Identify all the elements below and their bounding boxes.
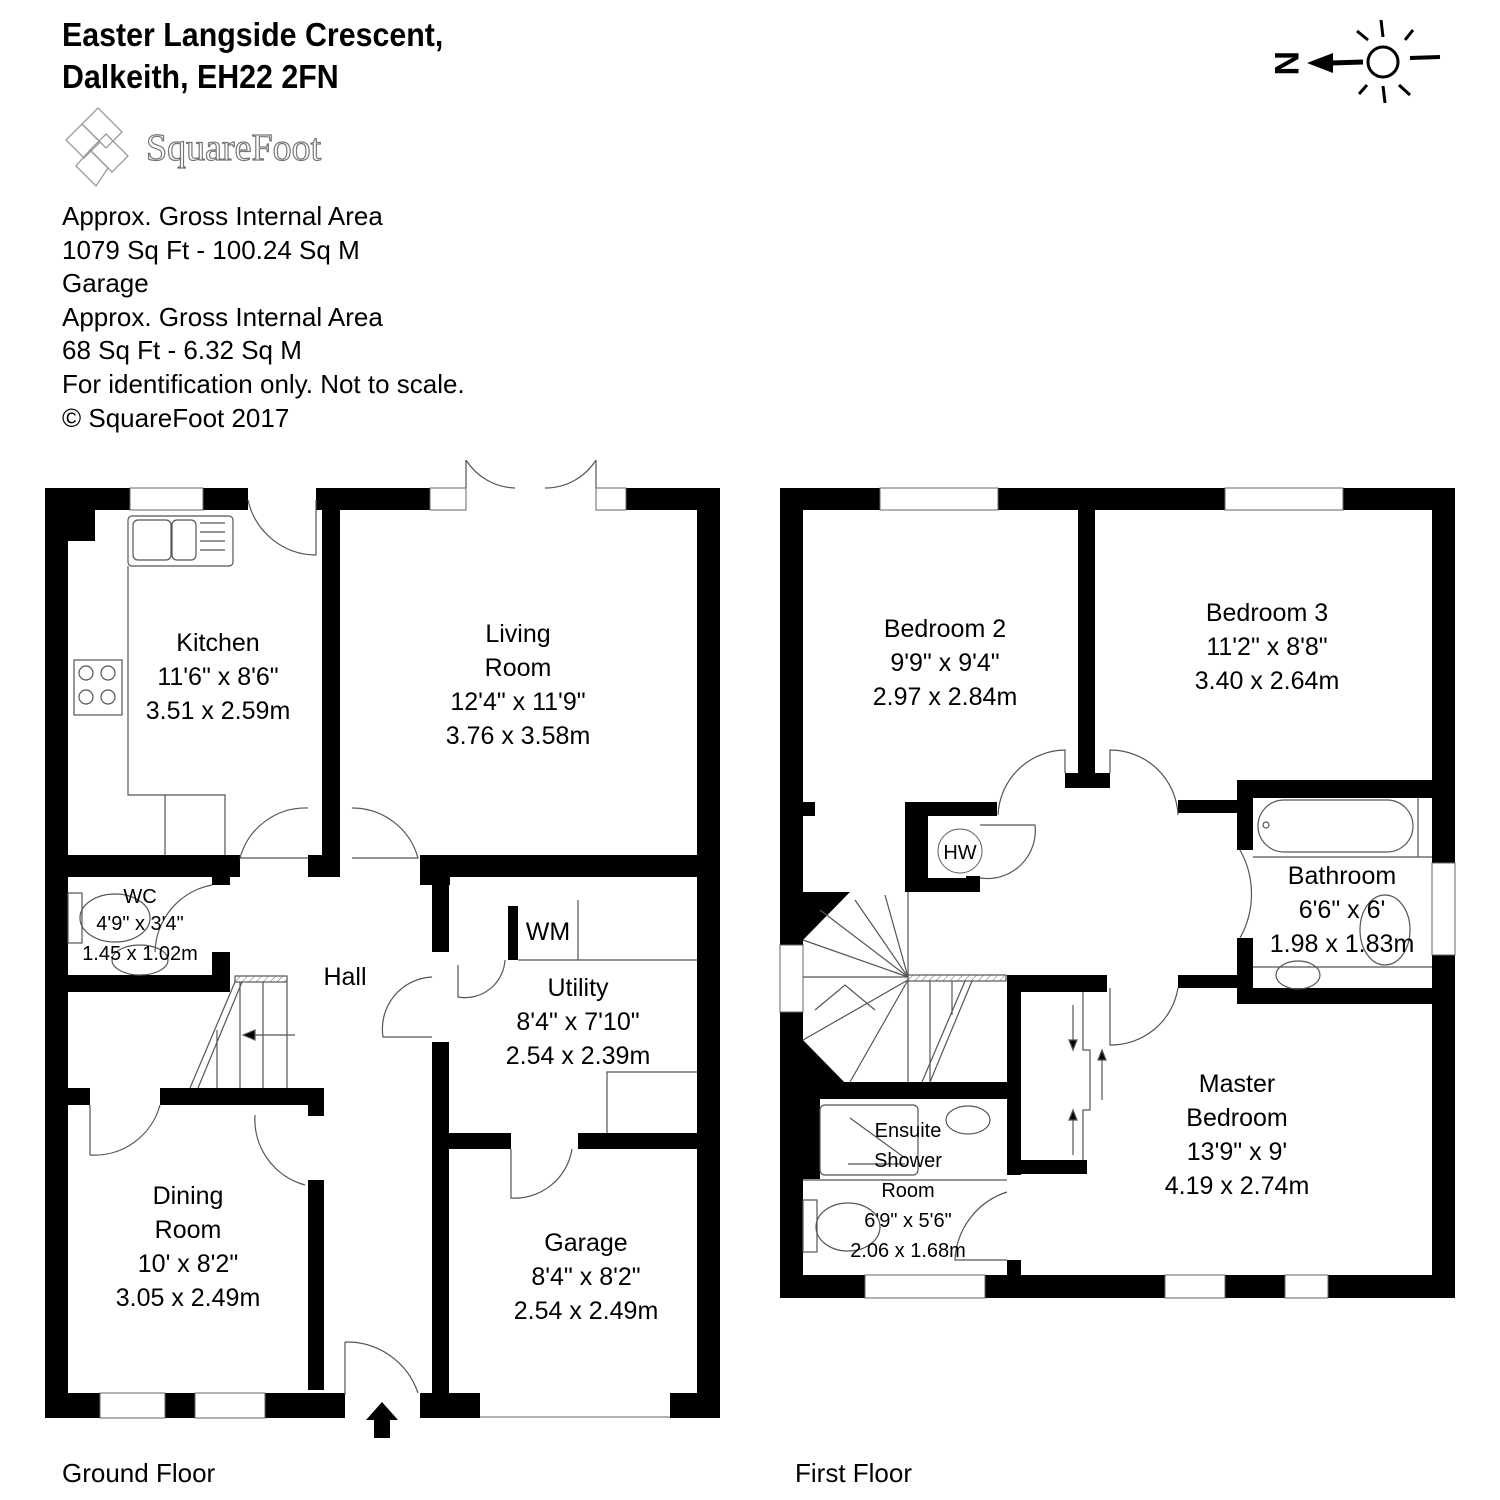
- master-imperial: 13'9" x 9': [1187, 1138, 1287, 1166]
- ensuite-imperial: 6'9" x 5'6": [864, 1210, 951, 1232]
- bathroom-imperial: 6'6" x 6': [1299, 896, 1386, 924]
- hot-water-cylinder-icon: [937, 828, 983, 874]
- first-floor-plan: Bedroom 2 9'9" x 9'4" 2.97 x 2.84m Bedro…: [779, 487, 1456, 1299]
- living-name-1: Living: [485, 620, 550, 648]
- garage-imperial: 8'4" x 8'2": [531, 1263, 640, 1291]
- hw-label: HW: [943, 842, 976, 864]
- area-value-main: 1079 Sq Ft - 100.24 Sq M: [62, 234, 360, 265]
- squarefoot-logo: SquareFoot: [65, 107, 322, 188]
- wc-name: WC: [123, 886, 156, 908]
- ensuite-name-3: Room: [881, 1180, 934, 1202]
- ground-floor-label: Ground Floor: [62, 1458, 216, 1488]
- bathroom-toilet-icon: [1359, 894, 1411, 966]
- bedroom2-imperial: 9'9" x 9'4": [890, 649, 999, 677]
- ensuite-name-2: Shower: [874, 1150, 942, 1172]
- bedroom3-imperial: 11'2" x 8'8": [1206, 633, 1327, 661]
- wc-fixtures: [67, 892, 169, 976]
- first-floor-label: First Floor: [795, 1458, 912, 1488]
- bathroom-metric: 1.98 x 1.83m: [1270, 930, 1415, 958]
- bedroom3-name: Bedroom 3: [1206, 599, 1328, 627]
- dining-metric: 3.05 x 2.49m: [116, 1284, 261, 1312]
- utility-imperial: 8'4" x 7'10": [516, 1008, 639, 1036]
- master-name-2: Bedroom: [1186, 1104, 1287, 1132]
- utility-name: Utility: [547, 974, 609, 1002]
- bedroom3-metric: 3.40 x 2.64m: [1195, 667, 1340, 695]
- garage-name: Garage: [544, 1229, 627, 1257]
- shower-icon: [819, 1104, 919, 1176]
- living-imperial: 12'4" x 11'9": [450, 688, 585, 716]
- address-line-2: Dalkeith, EH22 2FN: [62, 58, 339, 95]
- living-name-2: Room: [485, 654, 552, 682]
- kitchen-name: Kitchen: [176, 629, 259, 657]
- north-arrow-sun-icon: N: [1267, 19, 1441, 104]
- disclaimer: For identification only. Not to scale.: [62, 368, 465, 399]
- wm-label: WM: [526, 918, 570, 946]
- ground-floor-plan: Kitchen 11'6" x 8'6" 3.51 x 2.59m Living…: [45, 459, 720, 1438]
- first-floor-labels: Bedroom 2 9'9" x 9'4" 2.97 x 2.84m Bedro…: [850, 599, 1414, 1262]
- dining-name-1: Dining: [153, 1182, 224, 1210]
- utility-metric: 2.54 x 2.39m: [506, 1042, 651, 1070]
- ground-floor-windows: [99, 487, 670, 1419]
- master-metric: 4.19 x 2.74m: [1165, 1172, 1310, 1200]
- dining-name-2: Room: [155, 1216, 222, 1244]
- wardrobe: [1068, 992, 1107, 1160]
- kitchen-metric: 3.51 x 2.59m: [146, 697, 291, 725]
- first-floor-doors: [814, 749, 1253, 1261]
- property-address: Easter Langside Crescent, Dalkeith, EH22…: [62, 14, 443, 98]
- master-name-1: Master: [1199, 1070, 1275, 1098]
- bath-icon: [1257, 799, 1414, 853]
- ground-floor-doors: [89, 459, 597, 1395]
- basin-icon: [111, 944, 169, 976]
- copyright: © SquareFoot 2017: [62, 402, 290, 433]
- ensuite-toilet-icon: [815, 1202, 881, 1252]
- ensuite-fixtures: [802, 1104, 1007, 1253]
- ground-floor-labels: Kitchen 11'6" x 8'6" 3.51 x 2.59m Living…: [82, 620, 658, 1325]
- ensuite-name-1: Ensuite: [875, 1120, 942, 1142]
- bedroom2-name: Bedroom 2: [884, 615, 1006, 643]
- bathroom-basin-icon: [1275, 960, 1321, 990]
- bathroom-name: Bathroom: [1288, 862, 1396, 890]
- bedroom2-metric: 2.97 x 2.84m: [873, 683, 1018, 711]
- utility-fixtures: [518, 900, 697, 1133]
- garage-heading: Garage: [62, 268, 149, 299]
- ensuite-metric: 2.06 x 1.68m: [850, 1240, 966, 1262]
- ensuite-basin-icon: [945, 1105, 991, 1135]
- first-floor-walls: [780, 488, 1455, 1298]
- logo-diamond-icon: [65, 107, 129, 188]
- entrance-arrow-icon: [366, 1402, 398, 1438]
- first-floor-windows: [779, 487, 1456, 1299]
- bathroom-fixtures: [1253, 798, 1432, 990]
- area-label-main: Approx. Gross Internal Area: [62, 201, 383, 231]
- first-stairs: [802, 892, 1007, 1083]
- kitchen-imperial: 11'6" x 8'6": [157, 663, 278, 691]
- wc-metric: 1.45 x 1.02m: [82, 943, 198, 965]
- living-metric: 3.76 x 3.58m: [446, 722, 591, 750]
- kitchen-fixtures: [73, 515, 234, 855]
- hall-name: Hall: [323, 963, 366, 991]
- hob-icon: [73, 659, 123, 716]
- toilet-icon: [79, 893, 151, 943]
- address-line-1: Easter Langside Crescent,: [62, 16, 444, 53]
- wc-imperial: 4'9" x 3'4": [96, 913, 183, 935]
- sink-icon: [127, 515, 234, 567]
- ground-floor-walls: [45, 488, 720, 1418]
- dining-imperial: 10' x 8'2": [138, 1250, 238, 1278]
- area-value-garage: 68 Sq Ft - 6.32 Sq M: [62, 335, 302, 366]
- logo-text: SquareFoot: [146, 127, 322, 169]
- area-info: Approx. Gross Internal Area 1079 Sq Ft -…: [62, 200, 465, 435]
- north-label: N: [1267, 51, 1305, 76]
- area-label-garage: Approx. Gross Internal Area: [62, 301, 383, 332]
- ground-stairs: [189, 975, 295, 1089]
- garage-metric: 2.54 x 2.49m: [514, 1297, 659, 1325]
